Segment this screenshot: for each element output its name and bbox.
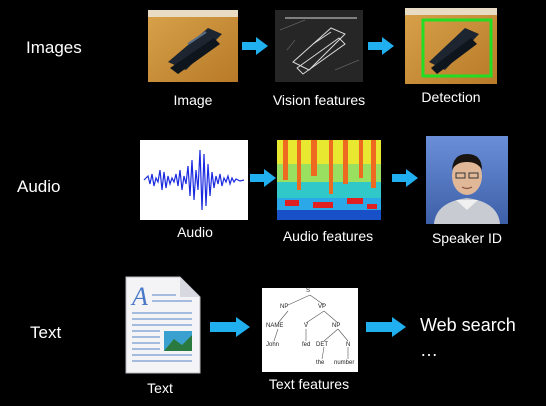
row-label-text: Text [30,323,62,342]
text-document-icon: A [125,276,201,374]
tree-node-det: DET [316,342,328,348]
caption-detection: Detection [421,89,481,105]
tree-node-np: NP [280,304,289,310]
arrow-text-to-features [210,317,250,337]
tree-node-name: NAME [266,323,284,329]
speaker-photo [426,136,508,224]
arrow-image-to-features [242,37,268,55]
caption-text: Text [147,380,173,396]
tree-leaf-number: number [334,360,355,366]
row-label-audio: Audio [17,177,61,196]
tree-leaf-fed: fed [302,342,311,348]
arrow-features-to-detection [368,37,394,55]
arrow-audio-to-features [250,169,276,187]
caption-image: Image [173,92,213,108]
tree-leaf-the: the [316,360,325,366]
arrow-features-to-speaker [392,169,418,187]
parse-tree-edges [273,294,349,360]
image-thumbnail [148,10,238,82]
caption-vision-features: Vision features [272,92,366,108]
audio-waveform-thumbnail [140,140,248,220]
detection-thumbnail [405,8,497,84]
arrow-features-to-output [366,317,406,337]
tree-node-v: V [304,323,309,329]
output-web-search: Web search [420,315,516,335]
output-ellipsis: … [420,340,438,360]
tree-node-np2: NP [332,323,341,329]
caption-audio-features: Audio features [282,228,374,244]
caption-speaker-id: Speaker ID [431,230,503,246]
tree-leaf-john: John [266,342,280,348]
caption-text-features: Text features [268,376,350,392]
vision-features-thumbnail [275,10,363,82]
detection-box [421,18,493,78]
svg-text:A: A [130,282,148,311]
parse-tree: S NP VP NAME V NP John fed DET N the num… [262,288,358,372]
caption-audio: Audio [177,224,213,240]
audio-features-spectrogram [277,140,381,220]
tree-node-s: S [306,288,311,294]
row-label-images: Images [26,38,82,57]
tree-node-n: N [346,342,351,348]
tree-node-vp: VP [318,304,327,310]
